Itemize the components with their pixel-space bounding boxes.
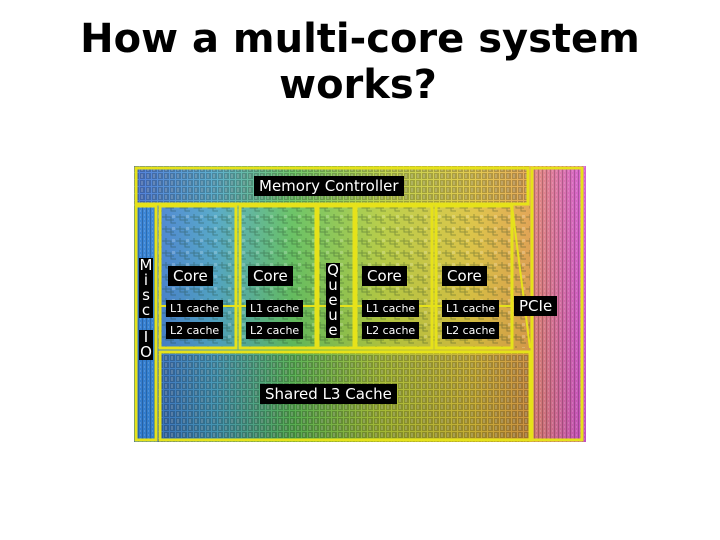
misc-label: M i s c (139, 258, 153, 318)
core-2-l1-cache-label: L1 cache (246, 300, 303, 317)
core-3-l2-cache-label: L2 cache (362, 322, 419, 339)
queue-letter-e2: e (326, 323, 340, 338)
core-2-l2-cache-label: L2 cache (246, 322, 303, 339)
shared-l3-cache-label: Shared L3 Cache (260, 384, 397, 404)
queue-label: Q u e u e (326, 263, 340, 338)
core-1-l1-cache-label: L1 cache (166, 300, 223, 317)
slide-title: How a multi-core system works? (0, 16, 720, 108)
core-4-l1-cache-label: L1 cache (442, 300, 499, 317)
title-line-2: works? (0, 62, 720, 108)
core-2-label: Core (248, 266, 293, 286)
memory-controller-label: Memory Controller (254, 176, 404, 196)
pcie-label: PCIe (514, 296, 557, 316)
io-label: I O (139, 330, 153, 360)
core-4-l2-cache-label: L2 cache (442, 322, 499, 339)
io-letter-o: O (139, 345, 153, 360)
processor-die-diagram: Memory Controller M i s c I O Q u e u e … (134, 166, 586, 442)
misc-letter-c: c (139, 303, 153, 318)
core-1-label: Core (168, 266, 213, 286)
core-1-l2-cache-label: L2 cache (166, 322, 223, 339)
core-3-l1-cache-label: L1 cache (362, 300, 419, 317)
core-3-label: Core (362, 266, 407, 286)
core-4-label: Core (442, 266, 487, 286)
title-line-1: How a multi-core system (80, 16, 640, 62)
